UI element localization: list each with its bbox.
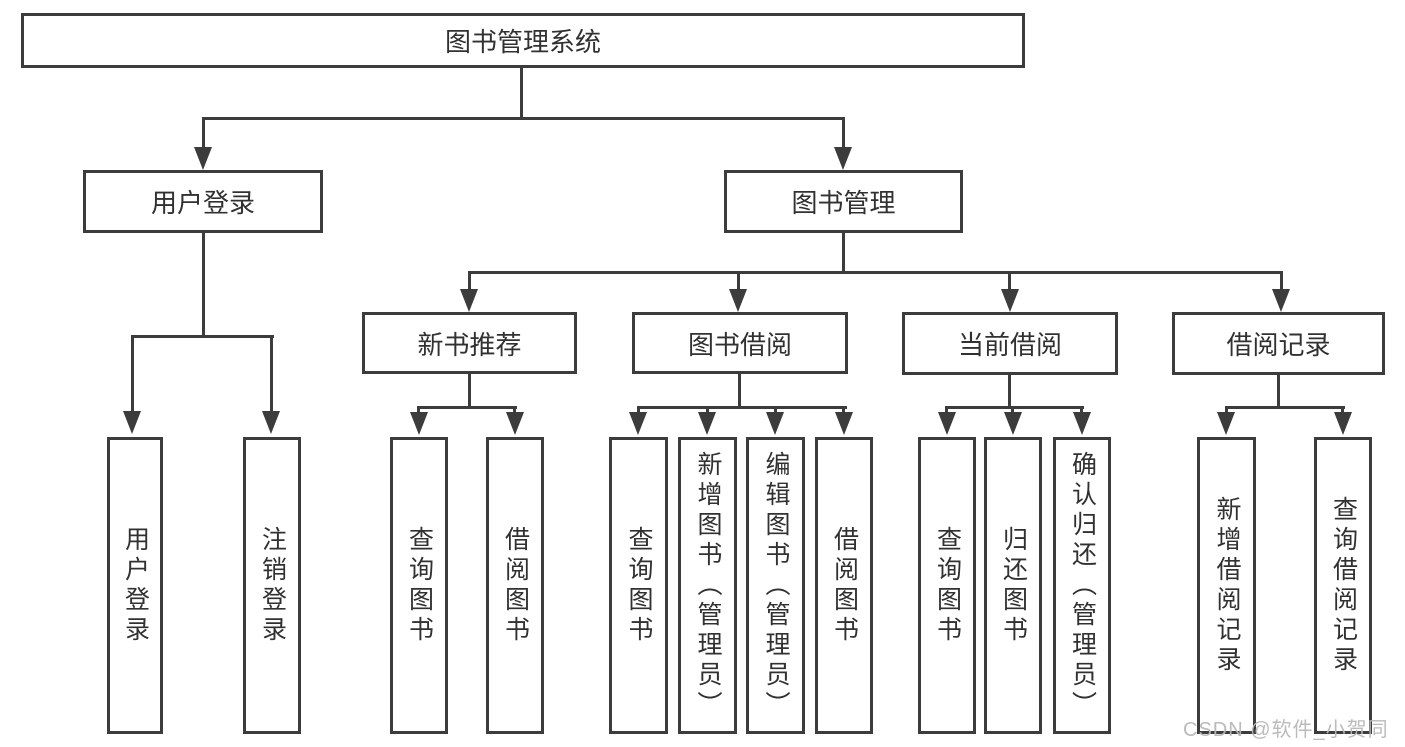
node-label: 借阅图书 <box>830 525 859 646</box>
node-label: 确认归还（管理员） <box>1068 450 1097 721</box>
node-book-borrowing: 图书借阅 <box>632 312 848 374</box>
node-borrow-records: 借阅记录 <box>1172 312 1385 375</box>
node-cb-query-books: 查询图书 <box>918 437 976 734</box>
connector-line <box>945 406 948 416</box>
connector-line <box>945 406 1084 409</box>
node-label: 新增借阅记录 <box>1213 495 1241 676</box>
node-label: 用户登录 <box>121 525 150 646</box>
connector-line <box>202 117 845 120</box>
arrowhead-down-icon <box>938 412 956 435</box>
arrowhead-down-icon <box>1334 412 1352 435</box>
node-label: 图书管理 <box>791 188 896 218</box>
connector-line <box>468 271 471 291</box>
node-book-management: 图书管理 <box>724 170 963 233</box>
node-library-system: 图书管理系统 <box>21 13 1025 68</box>
arrowhead-down-icon <box>460 289 478 312</box>
node-label: 用户登录 <box>150 188 255 218</box>
connector-line <box>1341 406 1344 416</box>
node-cb-confirm-return-admin: 确认归还（管理员） <box>1053 437 1111 734</box>
connector-line <box>1225 406 1345 409</box>
arrowhead-down-icon <box>729 289 747 312</box>
connector-line <box>131 335 274 338</box>
arrowhead-down-icon <box>1004 412 1022 435</box>
node-bb-borrow-books: 借阅图书 <box>815 437 873 734</box>
connector-line <box>202 117 205 150</box>
node-label: 查询图书 <box>625 525 653 646</box>
arrowhead-down-icon <box>194 147 212 170</box>
node-new-book-recommend: 新书推荐 <box>362 312 577 374</box>
connector-line <box>513 406 516 416</box>
node-br-query-record: 查询借阅记录 <box>1314 437 1372 734</box>
node-label: 当前借阅 <box>957 330 1062 360</box>
node-current-borrowing: 当前借阅 <box>902 312 1118 375</box>
connector-line <box>520 68 523 118</box>
node-label: 图书借阅 <box>687 329 792 360</box>
arrowhead-down-icon <box>766 412 784 435</box>
connector-line <box>637 406 640 416</box>
connector-line <box>706 406 709 416</box>
node-label: 图书管理系统 <box>444 27 601 57</box>
arrowhead-down-icon <box>262 411 280 434</box>
connector-line <box>1008 375 1011 409</box>
node-logout: 注销登录 <box>243 437 301 734</box>
connector-line <box>737 271 740 291</box>
csdn-watermark: CSDN @软件_小贺同学 <box>1183 719 1389 741</box>
connector-line <box>1225 406 1228 416</box>
arrowhead-down-icon <box>835 412 853 435</box>
connector-line <box>417 406 420 416</box>
node-label: 归还图书 <box>999 525 1028 646</box>
node-label: 查询图书 <box>933 525 962 646</box>
arrowhead-down-icon <box>1073 412 1091 435</box>
connector-line <box>417 406 517 409</box>
arrowhead-down-icon <box>1001 289 1019 312</box>
node-label: 注销登录 <box>258 525 287 646</box>
node-label: 新增图书（管理员） <box>694 450 722 721</box>
connector-line <box>1280 271 1283 291</box>
node-rec-query-books: 查询图书 <box>390 437 448 734</box>
connector-line <box>842 233 845 274</box>
connector-line <box>202 233 205 338</box>
node-cb-return-books: 归还图书 <box>984 437 1042 734</box>
connector-line <box>1008 271 1011 291</box>
connector-line <box>842 406 845 416</box>
arrowhead-down-icon <box>834 147 852 170</box>
node-bb-add-books-admin: 新增图书（管理员） <box>678 437 737 734</box>
node-bb-query-books: 查询图书 <box>609 437 668 734</box>
node-label: 新书推荐 <box>417 329 522 360</box>
node-rec-borrow-books: 借阅图书 <box>486 437 544 734</box>
node-bb-edit-books-admin: 编辑图书（管理员） <box>746 437 805 734</box>
arrowhead-down-icon <box>506 412 524 435</box>
node-label: 编辑图书（管理员） <box>762 450 790 721</box>
node-label: 查询借阅记录 <box>1329 495 1358 676</box>
connector-line <box>637 406 847 409</box>
node-br-add-record: 新增借阅记录 <box>1197 437 1256 734</box>
connector-line <box>774 406 777 416</box>
connector-line <box>468 374 471 409</box>
connector-line <box>1277 375 1280 409</box>
connector-line <box>1011 406 1014 416</box>
arrowhead-down-icon <box>1272 289 1290 312</box>
node-label: 查询图书 <box>405 525 434 646</box>
connector-line <box>270 335 273 413</box>
arrowhead-down-icon <box>123 411 141 434</box>
arrowhead-down-icon <box>1217 412 1235 435</box>
connector-line <box>1080 406 1083 416</box>
arrowhead-down-icon <box>698 412 716 435</box>
node-user-login: 用户登录 <box>107 437 163 734</box>
connector-line <box>738 374 741 409</box>
node-label: 借阅记录 <box>1226 330 1331 360</box>
node-user-login-group: 用户登录 <box>83 170 323 233</box>
arrowhead-down-icon <box>629 412 647 435</box>
connector-line <box>842 117 845 150</box>
node-label: 借阅图书 <box>501 525 530 646</box>
connector-line <box>131 335 134 413</box>
connector-line <box>468 271 1283 274</box>
arrowhead-down-icon <box>410 412 428 435</box>
